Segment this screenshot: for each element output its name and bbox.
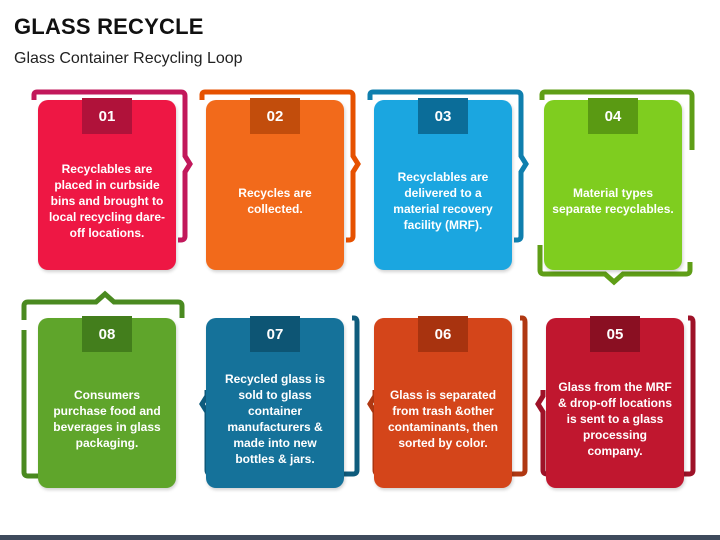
page-title: GLASS RECYCLE — [14, 14, 204, 39]
step-text: Recyclables are delivered to a material … — [393, 170, 493, 232]
step-number-badge: 07 — [250, 316, 300, 352]
step-text: Recyclables are placed in curbside bins … — [48, 162, 166, 240]
step-number-badge: 02 — [250, 98, 300, 134]
step-number-badge: 04 — [588, 98, 638, 134]
step-text: Recycled glass is sold to glass containe… — [224, 372, 326, 466]
page-subtitle: Glass Container Recycling Loop — [14, 50, 243, 67]
step-text: Glass is separated from trash &other con… — [387, 388, 498, 450]
step-text: Recycles are collected. — [238, 186, 312, 216]
step-number-badge: 05 — [590, 316, 640, 352]
step-number-badge: 03 — [418, 98, 468, 134]
step-text: Glass from the MRF & drop-off locations … — [558, 380, 672, 458]
step-text: Material types separate recyclables. — [552, 186, 674, 216]
step-number-badge: 01 — [82, 98, 132, 134]
bottom-bar — [0, 535, 720, 540]
step-number-badge: 06 — [418, 316, 468, 352]
step-text: Consumers purchase food and beverages in… — [53, 388, 161, 450]
step-number-badge: 08 — [82, 316, 132, 352]
